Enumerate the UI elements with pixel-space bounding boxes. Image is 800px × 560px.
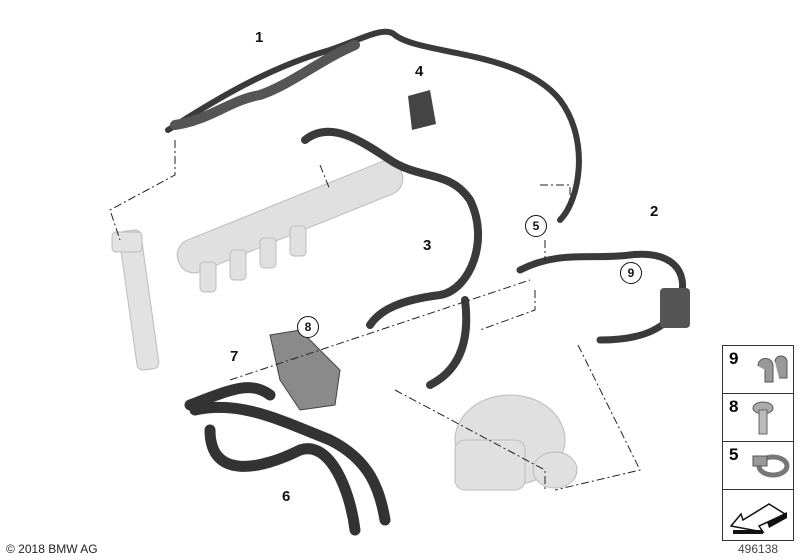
- legend-item-arrow: [723, 490, 793, 540]
- part-4-holder: [408, 90, 436, 130]
- legend-item-5: 5: [723, 442, 793, 490]
- hose-clamp-icon: [752, 454, 790, 478]
- copyright-text: © 2018 BMW AG: [6, 542, 98, 556]
- direction-arrow-icon: [729, 503, 787, 534]
- injector-ghost: [111, 229, 160, 371]
- callout-5: 5: [525, 215, 547, 237]
- callout-9: 9: [620, 262, 642, 284]
- parts-legend: 9 8 5: [722, 345, 794, 541]
- callout-2: 2: [650, 203, 659, 220]
- high-pressure-pump-ghost: [454, 394, 578, 491]
- legend-label: 8: [729, 397, 739, 416]
- callout-3: 3: [423, 237, 432, 254]
- part-1-leak-off-line: [165, 28, 582, 223]
- part-2-fuel-line: [516, 250, 687, 344]
- part-7-bracket: [269, 329, 341, 411]
- fuel-rail-ghost: [176, 160, 404, 293]
- diagram-id: 496138: [738, 542, 779, 556]
- legend-item-8: 8: [723, 394, 793, 442]
- legend-label: 9: [729, 349, 739, 368]
- part-6-hose-assembly: [184, 382, 391, 536]
- callout-4: 4: [415, 63, 424, 80]
- callout-1: 1: [255, 29, 264, 46]
- legend-item-9: 9: [723, 346, 793, 394]
- part-3-return-line: [301, 127, 482, 329]
- callout-6: 6: [282, 488, 291, 505]
- callout-8: 8: [297, 316, 319, 338]
- part-2-connector: [660, 288, 690, 328]
- leader-lines: [109, 140, 641, 491]
- screw-icon: [752, 401, 774, 435]
- callout-7: 7: [230, 348, 239, 365]
- part-3-branch: [426, 296, 471, 389]
- legend-label: 5: [729, 445, 739, 464]
- hose-clip-icon: [757, 355, 788, 383]
